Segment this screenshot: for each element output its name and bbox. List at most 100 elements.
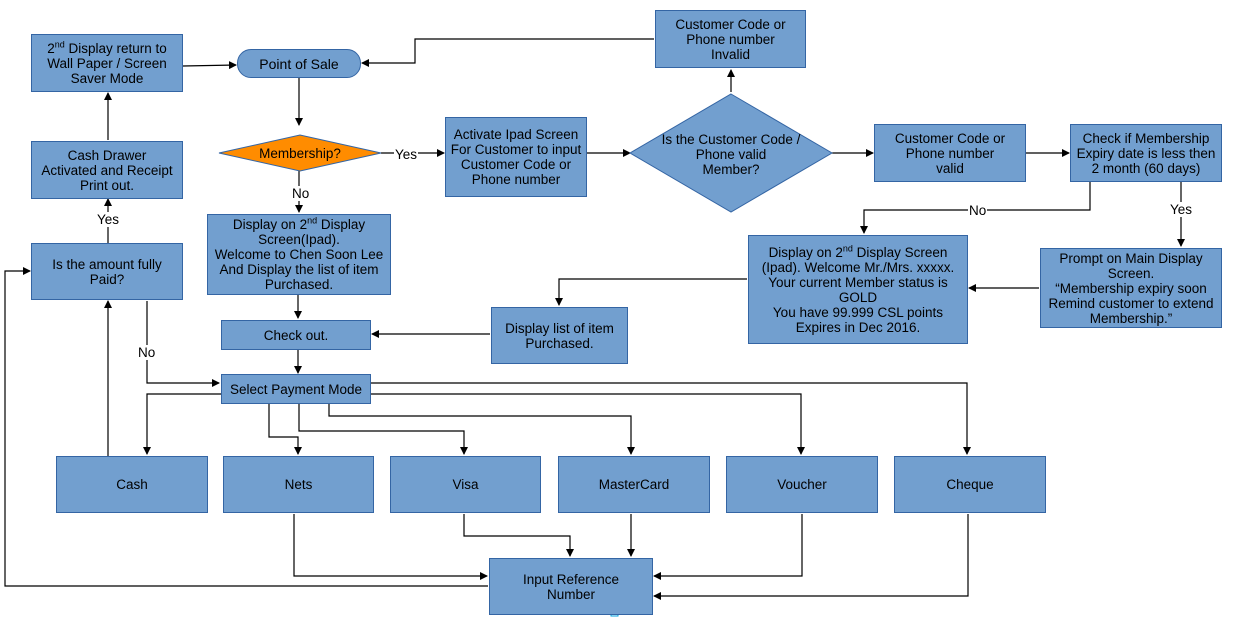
decision-line: Is the Customer Code / xyxy=(661,131,801,147)
edge-display-to-pos xyxy=(182,61,237,70)
point-of-sale-node: Point of Sale xyxy=(237,49,361,78)
display-member-line: You have 99.999 CSL points xyxy=(772,304,944,320)
display-welcome-box: Display on 2nd Display Screen(Ipad). Wel… xyxy=(207,214,391,295)
display-member-line1-post: Display Screen xyxy=(852,244,948,260)
second-display-line1-post: Display return to xyxy=(64,40,167,56)
cheque-label: Cheque xyxy=(946,477,994,492)
activate-ipad-line: For Customer to input xyxy=(450,142,582,157)
check-expiry-line: 2 month (60 days) xyxy=(1091,160,1201,176)
cash-drawer-line: Print out. xyxy=(79,177,135,193)
edge-payment-to-cash xyxy=(143,393,221,455)
prompt-line: Membership.” xyxy=(1089,310,1173,326)
code-valid-line: valid xyxy=(936,160,964,176)
activate-ipad-line: Activate Ipad Screen xyxy=(453,127,579,142)
edge-label-membership-no: No xyxy=(291,186,311,201)
checkout-box: Check out. xyxy=(221,320,371,350)
activate-ipad-box: Activate Ipad Screen For Customer to inp… xyxy=(445,117,587,197)
display-member-line: Display on 2nd Display Screen xyxy=(768,243,948,260)
input-reference-line: Input Reference xyxy=(522,571,620,587)
display-welcome-line: And Display the list of item xyxy=(219,262,379,277)
display-member-box: Display on 2nd Display Screen (Ipad). We… xyxy=(748,235,968,344)
display-member-line: Expires in Dec 2016. xyxy=(795,319,921,335)
edge-visa-to-input xyxy=(463,514,574,557)
display-welcome-line: Welcome to Chen Soon Lee xyxy=(214,247,384,262)
check-expiry-line: Expiry date is less then xyxy=(1076,145,1216,161)
amount-paid-line: Is the amount fully xyxy=(52,256,162,272)
code-invalid-line: Invalid xyxy=(710,46,751,62)
edge-label-expiry-no: No xyxy=(968,203,988,218)
display-member-line: GOLD xyxy=(838,289,878,305)
second-display-line: Saver Mode xyxy=(70,70,144,86)
display-member-line1-sup: nd xyxy=(842,243,853,253)
second-display-line1-sup: nd xyxy=(54,39,65,49)
prompt-line: Remind customer to extend xyxy=(1048,295,1214,311)
checkout-label: Check out. xyxy=(263,327,329,343)
edge-payment-to-voucher xyxy=(371,393,805,455)
display-list-box: Display list of item Purchased. xyxy=(491,307,628,364)
edge-payment-to-mastercard xyxy=(328,404,635,455)
display-member-line: Your current Member status is xyxy=(768,274,948,290)
customer-code-decision-shape xyxy=(629,93,833,213)
code-invalid-line: Customer Code or xyxy=(675,16,786,32)
cheque-box: Cheque xyxy=(894,456,1046,513)
display-welcome-line: Display on 2nd Display xyxy=(233,215,366,232)
second-display-box: 2nd Display return to Wall Paper / Scree… xyxy=(31,34,183,92)
membership-label: Membership? xyxy=(259,145,341,161)
edge-voucher-to-input xyxy=(653,514,803,580)
edge-display-to-list xyxy=(555,278,747,306)
code-invalid-line: Phone number xyxy=(686,31,775,47)
input-reference-line: Number xyxy=(546,586,595,602)
mastercard-box: MasterCard xyxy=(558,456,710,513)
display-welcome-line: Purchased. xyxy=(264,277,334,292)
code-valid-line: Phone number xyxy=(905,145,995,161)
edge-input-to-paid xyxy=(4,267,488,587)
edge-paid-no xyxy=(146,301,220,387)
edge-label-expiry-yes: Yes xyxy=(1169,202,1194,217)
display-member-line1-pre: Display on 2 xyxy=(768,244,843,260)
point-of-sale-label: Point of Sale xyxy=(259,55,339,72)
display-welcome-line1-post: Display xyxy=(317,217,366,232)
second-display-line: 2nd Display return to xyxy=(47,39,167,56)
display-welcome-line: Screen(Ipad). xyxy=(258,232,340,247)
edge-label-paid-no: No xyxy=(137,345,157,360)
prompt-line: Prompt on Main Display xyxy=(1059,250,1203,266)
edge-invalid-to-pos xyxy=(361,38,654,67)
display-member-line: (Ipad). Welcome Mr./Mrs. xxxxx. xyxy=(761,259,955,275)
select-payment-box: Select Payment Mode xyxy=(221,374,371,404)
decision-line: Member? xyxy=(702,161,760,177)
cash-drawer-line: Activated and Receipt xyxy=(41,162,173,178)
visa-label: Visa xyxy=(452,477,479,492)
edge-cheque-to-input xyxy=(653,514,969,600)
display-list-line: Purchased. xyxy=(525,335,594,351)
prompt-main-display-box: Prompt on Main Display Screen. “Membersh… xyxy=(1040,248,1222,328)
voucher-box: Voucher xyxy=(726,456,878,513)
cash-box: Cash xyxy=(56,456,208,513)
check-expiry-box: Check if Membership Expiry date is less … xyxy=(1070,124,1222,182)
display-welcome-line1-sup: nd xyxy=(307,215,318,226)
edge-payment-to-cheque xyxy=(371,382,971,455)
membership-decision-shape xyxy=(218,134,382,172)
nets-box: Nets xyxy=(223,456,374,513)
mastercard-label: MasterCard xyxy=(598,477,670,492)
cash-label: Cash xyxy=(116,477,148,492)
customer-code-decision: Is the Customer Code / Phone valid Membe… xyxy=(648,131,814,177)
edge-label-membership-yes: Yes xyxy=(394,147,419,162)
input-reference-box: Input Reference Number xyxy=(489,558,653,615)
code-valid-line: Customer Code or xyxy=(894,130,1006,146)
amount-paid-line: Paid? xyxy=(89,271,125,287)
amount-paid-box: Is the amount fully Paid? xyxy=(31,243,183,300)
edge-payment-to-visa xyxy=(298,404,468,455)
voucher-label: Voucher xyxy=(777,477,827,492)
select-payment-label: Select Payment Mode xyxy=(229,381,363,397)
cash-drawer-box: Cash Drawer Activated and Receipt Print … xyxy=(31,141,183,199)
second-display-line: Wall Paper / Screen xyxy=(47,55,167,71)
display-list-line: Display list of item xyxy=(505,320,614,336)
edge-nets-to-input xyxy=(293,514,488,580)
membership-decision: Membership? xyxy=(219,135,381,171)
prompt-line: “Membership expiry soon xyxy=(1055,280,1207,296)
cash-drawer-line: Cash Drawer xyxy=(67,147,147,163)
edge-label-paid-yes: Yes xyxy=(96,212,121,227)
check-expiry-line: Check if Membership xyxy=(1082,130,1210,146)
